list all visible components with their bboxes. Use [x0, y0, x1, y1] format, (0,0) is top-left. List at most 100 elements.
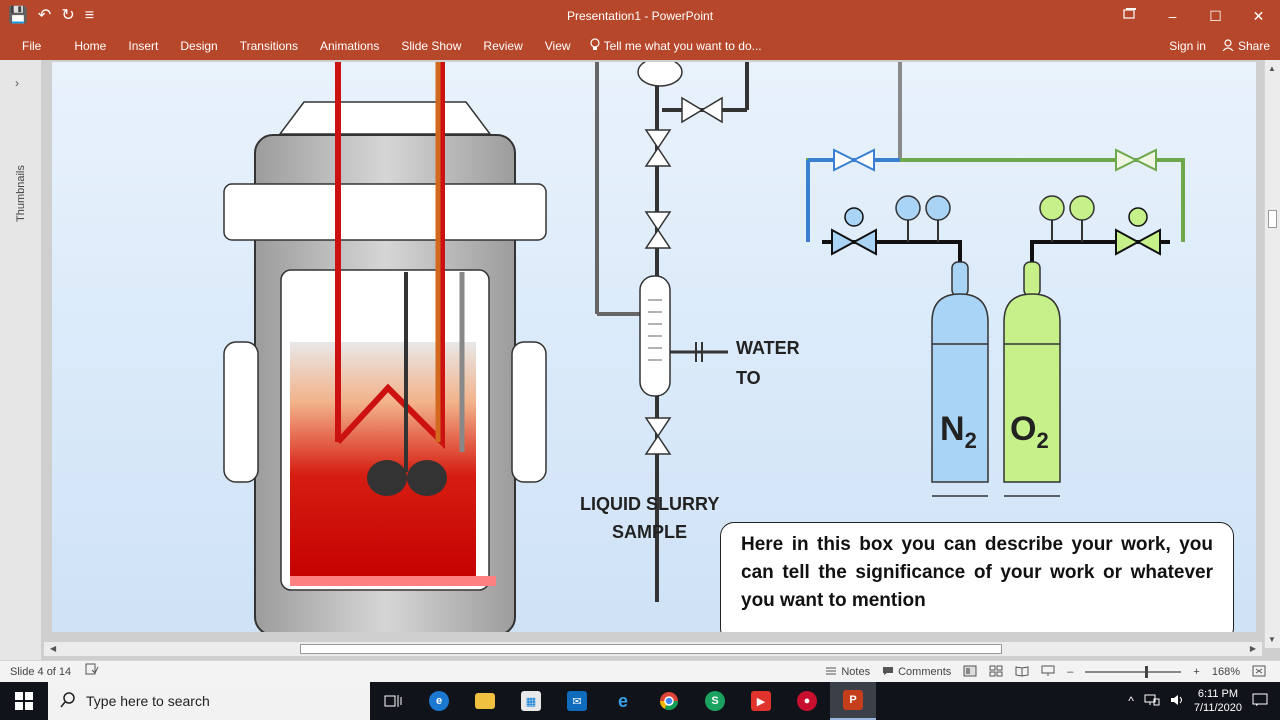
volume-icon[interactable]	[1170, 694, 1184, 709]
slide-canvas[interactable]: WATER TO LIQUID SLURRY SAMPLE N2 O2 Here…	[52, 62, 1256, 632]
slide-counter: Slide 4 of 14	[10, 666, 72, 678]
clock-time: 6:11 PM	[1197, 688, 1239, 700]
ribbon-tabs: File Home Insert Design Transitions Anim…	[0, 32, 1280, 60]
thumbnails-pane[interactable]: › Thumbnails	[0, 60, 42, 660]
zoom-in-button[interactable]: +	[1193, 666, 1200, 678]
notification-icon[interactable]	[1252, 693, 1268, 710]
o2-sub: 2	[1036, 428, 1048, 453]
o2-main: O	[1010, 410, 1036, 448]
customize-toolbar-icon[interactable]: ≡	[84, 7, 95, 24]
tab-transitions[interactable]: Transitions	[239, 39, 298, 53]
sample-label: SAMPLE	[612, 522, 687, 542]
scroll-left-icon[interactable]: ◀	[50, 644, 57, 653]
network-icon[interactable]	[1144, 694, 1160, 709]
tab-home[interactable]: Home	[74, 39, 107, 53]
red-app-icon[interactable]: ▶	[738, 682, 784, 720]
status-bar: Slide 4 of 14 Notes Comments	[0, 660, 1280, 682]
green-app-icon[interactable]: S	[692, 682, 738, 720]
tab-file[interactable]: File	[22, 39, 42, 53]
search-icon	[60, 691, 76, 711]
n2-main: N	[940, 410, 965, 448]
scroll-down-icon[interactable]: ▼	[1268, 635, 1276, 644]
vertical-scrollbar[interactable]: ▲ ▼	[1264, 60, 1280, 648]
water-to-label: TO	[736, 368, 761, 388]
workspace: › Thumbnails	[0, 60, 1280, 660]
lightbulb-icon	[589, 37, 600, 55]
description-textbox[interactable]: Here in this box you can describe your w…	[720, 522, 1234, 632]
recorder-icon[interactable]: ●	[784, 682, 830, 720]
zoom-level[interactable]: 168%	[1211, 666, 1240, 678]
n2-sub: 2	[965, 428, 977, 453]
share-label: Share	[1237, 39, 1270, 53]
mail-icon[interactable]: ✉	[554, 682, 600, 720]
notes-label: Notes	[841, 666, 871, 678]
water-label: WATER	[736, 338, 800, 358]
save-icon[interactable]: 💾	[8, 7, 28, 24]
notes-button[interactable]: Notes	[825, 666, 870, 679]
slideshow-icon[interactable]	[1041, 665, 1055, 680]
file-explorer-icon[interactable]	[462, 682, 508, 720]
person-icon	[1222, 38, 1234, 54]
quick-access-toolbar: 💾 ↶ ↻ ≡	[8, 0, 94, 32]
share-button[interactable]: Share	[1222, 38, 1270, 54]
undo-icon[interactable]: ↶	[37, 7, 52, 24]
maximize-button[interactable]: ☐	[1209, 8, 1222, 24]
redo-icon[interactable]: ↻	[61, 7, 75, 24]
reading-view-icon[interactable]	[1015, 665, 1029, 680]
scroll-right-icon[interactable]: ▶	[1249, 644, 1256, 653]
taskbar-apps: e ▦ ✉ e S ▶ ● P	[370, 682, 876, 720]
internet-explorer-icon[interactable]: e	[617, 690, 628, 711]
restore-window-icon[interactable]	[1108, 0, 1151, 32]
taskbar-search[interactable]: Type here to search	[48, 682, 370, 720]
task-view-icon[interactable]	[370, 682, 416, 720]
zoom-slider-knob[interactable]	[1145, 666, 1149, 678]
n2-label: N2	[940, 410, 977, 453]
windows-logo-icon	[15, 692, 33, 710]
comments-button[interactable]: Comments	[882, 666, 951, 679]
tab-review[interactable]: Review	[483, 39, 523, 53]
tell-me-text: Tell me what you want to do...	[603, 39, 762, 53]
sign-in-link[interactable]: Sign in	[1169, 39, 1206, 53]
horizontal-scroll-thumb[interactable]	[300, 644, 1002, 654]
scroll-up-icon[interactable]: ▲	[1268, 64, 1276, 73]
edge-icon[interactable]: e	[416, 682, 462, 720]
reactor-diagram: WATER TO LIQUID SLURRY SAMPLE N2 O2	[223, 62, 1185, 632]
tell-me-box[interactable]: Tell me what you want to do...	[589, 37, 762, 55]
notes-icon	[825, 666, 837, 679]
taskbar-clock[interactable]: 6:11 PM 7/11/2020	[1194, 687, 1242, 715]
clock-date: 7/11/2020	[1193, 702, 1242, 714]
sampling-line	[595, 62, 749, 602]
vertical-scroll-thumb[interactable]	[1268, 210, 1277, 228]
windows-taskbar: Type here to search e ▦ ✉ e S ▶ ● P ^ 6:…	[0, 682, 1280, 720]
expand-chevron-icon[interactable]: ›	[15, 76, 19, 90]
window-controls: – ☐ ✕	[1108, 0, 1280, 32]
liquid-slurry-label: LIQUID SLURRY	[580, 494, 719, 514]
search-placeholder: Type here to search	[86, 693, 210, 709]
tab-insert[interactable]: Insert	[128, 39, 159, 53]
n2-cylinder	[931, 261, 989, 497]
spellcheck-icon[interactable]	[85, 661, 99, 683]
thumbnails-label: Thumbnails	[15, 165, 27, 222]
comments-label: Comments	[898, 666, 952, 678]
tray-chevron-icon[interactable]: ^	[1128, 694, 1134, 708]
o2-label: O2	[1010, 410, 1049, 453]
zoom-out-button[interactable]: –	[1067, 666, 1074, 678]
chrome-icon[interactable]	[646, 682, 692, 720]
store-icon[interactable]: ▦	[508, 682, 554, 720]
title-bar: 💾 ↶ ↻ ≡ Presentation1 - PowerPoint – ☐ ✕	[0, 0, 1280, 32]
normal-view-icon[interactable]	[963, 665, 977, 680]
tab-animations[interactable]: Animations	[319, 39, 380, 53]
reactor	[223, 62, 547, 632]
close-button[interactable]: ✕	[1252, 8, 1265, 24]
horizontal-scrollbar[interactable]: ◀ ▶	[44, 642, 1262, 656]
slide-sorter-icon[interactable]	[989, 665, 1003, 680]
tab-design[interactable]: Design	[180, 39, 218, 53]
powerpoint-icon[interactable]: P	[830, 682, 876, 720]
tab-view[interactable]: View	[544, 39, 571, 53]
fit-slide-icon[interactable]	[1252, 665, 1266, 680]
tab-slide-show[interactable]: Slide Show	[401, 39, 462, 53]
gas-lines	[806, 62, 1185, 268]
zoom-slider[interactable]	[1085, 666, 1182, 678]
minimize-button[interactable]: –	[1168, 8, 1177, 24]
start-button[interactable]	[0, 682, 48, 720]
